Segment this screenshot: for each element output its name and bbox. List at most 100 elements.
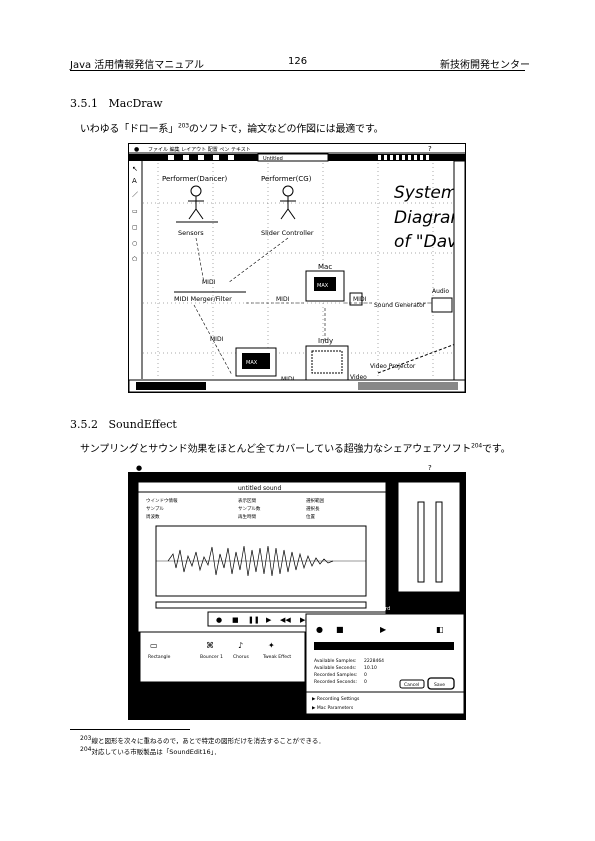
label-indy: Indy (318, 337, 333, 345)
level-meter (417, 501, 425, 583)
readout-label-3: Recorded Seconds: (314, 679, 357, 685)
label-midi-4: MIDI (210, 336, 224, 343)
section-heading-soundeffect: 3.5.2 SoundEffect (70, 418, 177, 431)
max-label-2: MAX (246, 360, 258, 366)
polygon-tool-icon[interactable]: ⬠ (132, 256, 138, 263)
tweak-effect-icon[interactable]: ✦ (268, 641, 275, 650)
gain-slider[interactable] (435, 501, 443, 583)
record-icon[interactable]: ● (216, 616, 222, 624)
bouncer-effect-icon[interactable]: ⌘ (206, 641, 214, 650)
footnote-203: 203線と図形を次々に重ねるので，あとで特定の図形だけを消去することができる． (80, 735, 325, 745)
label-midi-1: MIDI (202, 279, 216, 286)
readout-label-0: Available Samples: (314, 658, 357, 664)
apple-menu-icon-2[interactable]: ● (136, 464, 142, 472)
rounded-rect-tool-icon[interactable]: ▢ (132, 224, 138, 231)
save-button-label: Save (434, 682, 445, 688)
tool-label-chorus: Chorus (233, 654, 249, 660)
readout-value-2: 0 (364, 672, 367, 678)
dialog-speaker-icon[interactable]: ◧ (436, 625, 444, 634)
svg-text:ウインドウ情報: ウインドウ情報 (146, 497, 178, 504)
max-label: MAX (317, 283, 329, 289)
svg-text:周波数: 周波数 (146, 513, 160, 520)
big-text-line3: of "Dav (394, 232, 458, 252)
footnote-text: 対応している市販製品は「SoundEdit16」． (91, 748, 221, 757)
body-text: いわゆる「ドロー系」 (80, 124, 178, 135)
effect-palette (139, 631, 306, 683)
label-slider-controller: Slider Controller (261, 229, 314, 237)
line-tool-icon[interactable]: ／ (132, 192, 138, 199)
svg-text:位置: 位置 (306, 513, 315, 520)
cancel-button-label: Cancel (404, 682, 419, 688)
stick-figure-cg (280, 185, 296, 220)
svg-text:選択長: 選択長 (306, 505, 320, 512)
readout-label-1: Available Seconds: (314, 665, 356, 671)
svg-text:再生時間: 再生時間 (238, 513, 256, 520)
label-audio: Audio (432, 288, 449, 295)
section-heading-macdraw: 3.5.1 MacDraw (70, 97, 163, 110)
section-title: SoundEffect (108, 418, 177, 431)
svg-text:サンプル: サンプル (146, 506, 164, 512)
svg-text:選択範囲: 選択範囲 (306, 497, 324, 504)
help-icon-2[interactable]: ? (428, 464, 432, 472)
option-mac-parameters[interactable]: ▶ Mac Parameters (312, 705, 354, 711)
dialog-record-icon[interactable]: ● (316, 625, 323, 634)
chorus-effect-icon[interactable]: ♪ (238, 641, 243, 650)
readout-value-1: 10.10 (364, 665, 377, 671)
stick-figure-dancer (188, 185, 204, 220)
waveform-scrollbar[interactable] (155, 601, 367, 609)
cancel-button[interactable] (399, 679, 425, 689)
vertical-scrollbar[interactable] (453, 160, 466, 381)
section-number: 3.5.2 (70, 418, 98, 431)
text-tool-icon[interactable]: A (132, 177, 137, 185)
tool-label-tweak: Tweak Effect (262, 654, 291, 660)
footnote-ref: 204 (471, 442, 482, 450)
document-title: Untitled (263, 156, 283, 162)
waveform (167, 545, 334, 577)
footnote-number: 203 (80, 735, 92, 742)
label-mac: Mac (318, 263, 332, 271)
body-text: サンプリングとサウンド効果をほとんど全てカバーしている超強力なシェアウェアソフト (80, 444, 472, 455)
label-performer-cg: Performer(CG) (261, 175, 312, 183)
apple-menu-icon[interactable]: ● (134, 146, 139, 153)
big-text-line2: Diagram (394, 208, 466, 228)
readout-value-0: 2228464 (364, 658, 384, 664)
label-midi-merger: MIDI Merger/Filter (174, 295, 232, 303)
record-dialog-label: Record (373, 606, 390, 612)
rewind-icon[interactable]: ◀◀ (280, 616, 291, 624)
footnote-rule (70, 729, 190, 730)
svg-text:サンプル数: サンプル数 (238, 505, 261, 512)
dialog-stop-icon[interactable]: ■ (336, 625, 344, 634)
stop-icon[interactable]: ■ (232, 616, 239, 624)
tool-label-bouncer: Bouncer 1 (200, 654, 223, 660)
soundeffect-screenshot: ● ? untitled sound ウインドウ情報 表示区間 選択範囲 サンプ… (128, 462, 466, 720)
readout-value-3: 0 (364, 679, 367, 685)
pause-icon[interactable]: ❚❚ (248, 616, 260, 624)
help-icon[interactable]: ? (428, 145, 432, 153)
svg-text:表示区間: 表示区間 (238, 497, 256, 504)
option-recording-settings[interactable]: ▶ Recording Settings (312, 696, 360, 702)
rect-tool-icon[interactable]: ▭ (132, 208, 138, 215)
footnote-number: 204 (80, 746, 92, 753)
save-button[interactable] (427, 677, 455, 690)
section-body-macdraw: いわゆる「ドロー系」203のソフトで，論文などの作図には最適です。 (80, 120, 384, 135)
rectangle-tool-icon[interactable]: ▭ (150, 641, 158, 650)
tool-label-rectangle: Rectangle (148, 654, 171, 660)
oval-tool-icon[interactable]: ○ (132, 240, 137, 247)
body-text: のソフトで，論文などの作図には最適です。 (188, 124, 384, 135)
footnote-ref: 203 (178, 122, 189, 130)
play-icon[interactable]: ▶ (266, 616, 272, 624)
footnote-text: 線と図形を次々に重ねるので，あとで特定の図形だけを消去することができる． (91, 737, 325, 746)
label-video-projector: Video Projector (370, 363, 416, 370)
arrow-tool-icon[interactable]: ↖ (132, 165, 138, 173)
label-sound-generator: Sound Generator (374, 302, 426, 309)
readout-label-2: Recorded Samples: (314, 672, 357, 678)
dialog-play-icon[interactable]: ▶ (380, 625, 387, 634)
svg-text:ファイル 編集 レイアウト 配置 ペン テキスト: ファイル 編集 レイアウト 配置 ペン テキスト (148, 146, 251, 153)
page-number: 126 (288, 56, 308, 67)
label-performer-dancer: Performer(Dancer) (162, 175, 228, 183)
body-text: です。 (481, 444, 511, 455)
label-midi-3: MIDI (353, 296, 367, 303)
sound-window-title: untitled sound (238, 485, 281, 492)
section-body-soundeffect: サンプリングとサウンド効果をほとんど全てカバーしている超強力なシェアウェアソフト… (80, 440, 511, 455)
big-text-line1: System (394, 183, 457, 203)
